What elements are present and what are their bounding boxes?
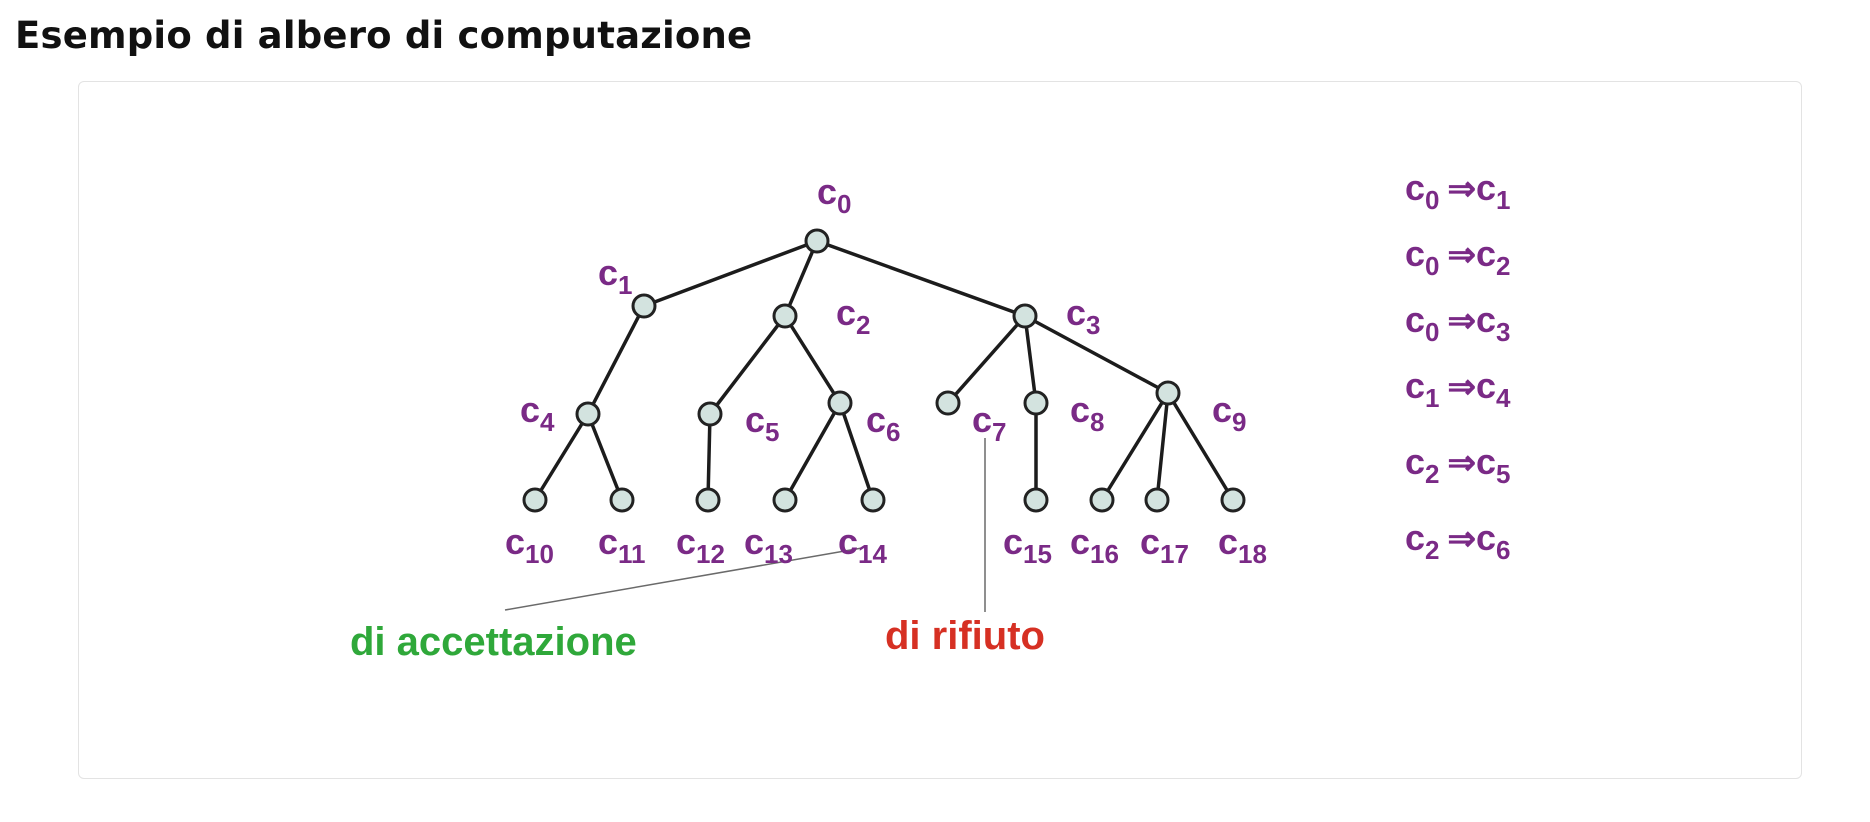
tree-edge-c9-c18 xyxy=(1166,391,1235,502)
tree-node-c0 xyxy=(804,228,830,254)
tree-edge-c9-c16 xyxy=(1100,391,1170,502)
node-label-c3: c3 xyxy=(1066,292,1101,340)
tree-edge-c9-c17 xyxy=(1155,391,1170,502)
tree-node-c12 xyxy=(695,487,721,513)
tree-edges xyxy=(533,239,1235,502)
tree-node-c9 xyxy=(1155,380,1181,406)
tree-edge-c4-c11 xyxy=(586,412,624,502)
node-label-c5: c5 xyxy=(745,399,780,447)
transition-2-5: c2⇒c5 xyxy=(1405,441,1511,489)
tree-edge-c2-c5 xyxy=(708,314,787,416)
node-label-c17: c17 xyxy=(1140,521,1189,569)
tree-node-c11 xyxy=(609,487,635,513)
tree-node-c3 xyxy=(1012,303,1038,329)
node-label-c14: c14 xyxy=(838,521,887,569)
tree-edge-c3-c8 xyxy=(1023,314,1038,405)
tree-node-c13 xyxy=(772,487,798,513)
annotation-pointers xyxy=(504,438,986,612)
transition-2-6: c2⇒c6 xyxy=(1405,517,1511,565)
tree-edge-c0-c2 xyxy=(783,239,819,318)
tree-edge-c3-c7 xyxy=(946,314,1027,405)
tree-edge-c6-c14 xyxy=(838,401,875,502)
figure-frame xyxy=(78,81,1802,779)
tree-node-c6 xyxy=(827,390,853,416)
page-title: Esempio di albero di computazione xyxy=(15,14,753,57)
tree-edge-c1-c4 xyxy=(586,304,646,416)
reject-label: di rifiuto xyxy=(885,614,1045,658)
node-label-c7: c7 xyxy=(972,399,1007,447)
node-label-c13: c13 xyxy=(744,521,793,569)
node-label-c12: c12 xyxy=(676,521,725,569)
transition-0-1: c0⇒c1 xyxy=(1405,167,1511,215)
node-label-c0: c0 xyxy=(817,171,852,219)
tree-node-c14 xyxy=(860,487,886,513)
accept-label: di accettazione xyxy=(350,620,637,664)
tree-edge-c6-c13 xyxy=(783,401,842,502)
transition-0-3: c0⇒c3 xyxy=(1405,299,1511,347)
node-label-c4: c4 xyxy=(520,389,555,437)
tree-edge-c4-c10 xyxy=(533,412,590,502)
tree-node-c15 xyxy=(1023,487,1049,513)
tree-edge-c2-c6 xyxy=(783,314,842,405)
tree-node-c18 xyxy=(1220,487,1246,513)
node-label-c15: c15 xyxy=(1003,521,1052,569)
tree-edge-c0-c1 xyxy=(642,239,819,308)
tree-node-c5 xyxy=(697,401,723,427)
tree-node-c17 xyxy=(1144,487,1170,513)
tree-edge-c0-c3 xyxy=(815,239,1027,318)
transition-1-4: c1⇒c4 xyxy=(1405,365,1511,413)
tree-node-c16 xyxy=(1089,487,1115,513)
node-label-c9: c9 xyxy=(1212,389,1247,437)
node-label-c8: c8 xyxy=(1070,389,1105,437)
node-label-c1: c1 xyxy=(598,252,633,300)
node-label-c2: c2 xyxy=(836,292,871,340)
tree-edge-c3-c9 xyxy=(1023,314,1170,395)
tree-node-c10 xyxy=(522,487,548,513)
tree-node-c8 xyxy=(1023,390,1049,416)
tree-edge-c5-c12 xyxy=(706,412,712,502)
tree-node-c4 xyxy=(575,401,601,427)
tree-node-c7 xyxy=(935,390,961,416)
accept-pointer-line xyxy=(504,547,863,611)
transition-list: c0⇒c1 c0⇒c2 c0⇒c3 c1⇒c4 c2⇒c5 c2⇒c6 xyxy=(1405,167,1511,565)
node-label-c6: c6 xyxy=(866,399,901,447)
transition-0-2: c0⇒c2 xyxy=(1405,233,1511,281)
node-label-c18: c18 xyxy=(1218,521,1267,569)
tree-node-c1 xyxy=(631,293,657,319)
node-label-c10: c10 xyxy=(505,521,554,569)
node-label-c16: c16 xyxy=(1070,521,1119,569)
tree-node-c2 xyxy=(772,303,798,329)
node-label-c11: c11 xyxy=(598,521,646,569)
tree-nodes xyxy=(522,228,1246,513)
